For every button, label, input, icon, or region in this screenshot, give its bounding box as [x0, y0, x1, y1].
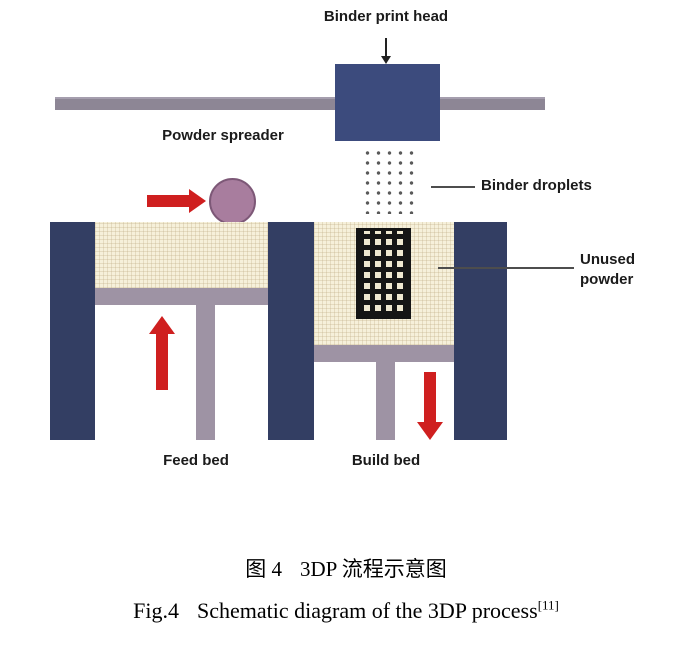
3dp-schematic: Binder print head Binder droplets Powder…	[50, 8, 636, 469]
feed-piston-stem	[196, 305, 215, 440]
build-piston-stem	[376, 362, 395, 440]
unused-powder-label: Unused powder	[580, 251, 636, 288]
arrow-shaft	[156, 334, 168, 390]
powder-spreader-label: Powder spreader	[162, 127, 284, 144]
powder-spreader-roller	[209, 178, 256, 225]
arrow-head	[417, 422, 443, 440]
binder-print-head-label: Binder print head	[323, 8, 449, 25]
feed-piston-up-arrow-icon	[149, 316, 175, 392]
middle-wall	[268, 222, 314, 440]
caption-zh-text: 3DP 流程示意图	[299, 557, 447, 581]
unused-powder-leader-line	[438, 267, 574, 269]
arrow-head	[189, 189, 206, 213]
build-piston-down-arrow-icon	[417, 372, 443, 440]
printed-part-lattice	[356, 228, 411, 319]
droplets-leader-line	[431, 186, 475, 188]
figure-caption-zh: 图 4 3DP 流程示意图	[0, 553, 692, 583]
binder-droplets-dots	[362, 148, 420, 214]
caption-en-text: Schematic diagram of the 3DP process	[196, 598, 538, 623]
left-wall	[50, 222, 95, 440]
figure-caption-en: Fig.4 Schematic diagram of the 3DP proces…	[0, 598, 692, 624]
right-wall	[454, 222, 507, 440]
feed-piston-platform	[95, 288, 268, 305]
build-bed-label: Build bed	[351, 452, 421, 469]
binder-print-head	[335, 64, 440, 141]
build-piston-platform	[314, 345, 454, 362]
spread-direction-arrow-icon	[147, 189, 207, 213]
feed-bed-label: Feed bed	[163, 452, 229, 469]
print-head-rail	[55, 97, 545, 110]
arrow-shaft	[147, 195, 189, 207]
arrow-head	[149, 316, 175, 334]
binder-droplets-label: Binder droplets	[481, 177, 592, 194]
arrow-shaft	[424, 372, 436, 422]
caption-en-number: Fig.4	[133, 598, 179, 623]
feed-bed-powder	[95, 222, 268, 288]
down-pointer-arrow-icon	[381, 38, 391, 64]
caption-en-reference: [11]	[537, 597, 559, 613]
caption-zh-number: 图 4	[245, 557, 282, 581]
